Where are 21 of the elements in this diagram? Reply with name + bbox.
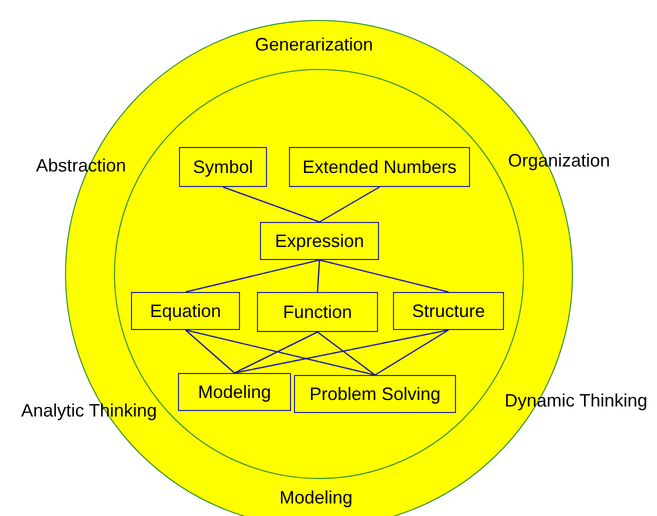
connector-line: [185, 259, 320, 293]
concept-box: Function: [257, 292, 378, 332]
connector-line: [222, 186, 320, 223]
connector-line: [234, 331, 318, 374]
concept-box: Equation: [131, 292, 240, 330]
connector-line: [185, 329, 376, 376]
ring-label: Modeling: [279, 488, 353, 508]
connector-line: [316, 260, 320, 292]
concept-box: Structure: [393, 292, 504, 330]
connector-line: [234, 329, 449, 374]
connector-line: [319, 259, 449, 293]
connector-line: [317, 331, 376, 376]
concept-box: Expression: [260, 222, 379, 260]
concept-box: Symbol: [179, 147, 267, 187]
connector-line: [185, 330, 235, 374]
ring-label: Generarization: [254, 34, 374, 56]
concept-box: Modeling: [178, 373, 291, 411]
concept-box: Extended Numbers: [289, 147, 470, 187]
concept-box: Problem Solving: [294, 375, 456, 413]
connector-line: [319, 186, 380, 223]
connector-line: [374, 329, 449, 376]
